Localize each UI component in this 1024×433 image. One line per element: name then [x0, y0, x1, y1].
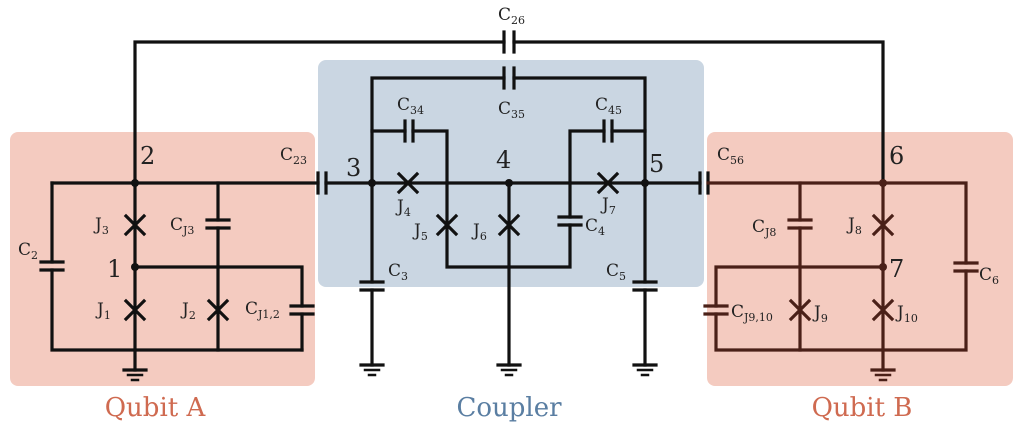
- node-3: 3: [346, 154, 361, 182]
- label-cj3: CJ3: [170, 215, 194, 237]
- label-c56: C56: [717, 145, 744, 167]
- label-c6: C6: [979, 265, 999, 287]
- label-j8: J8: [846, 215, 862, 237]
- label-c3: C3: [388, 261, 408, 283]
- coupler-label: Coupler: [456, 393, 562, 423]
- qubit-a-circuit: [39, 171, 328, 382]
- qubit-b-circuit: [703, 179, 979, 382]
- node-4: 4: [496, 146, 511, 174]
- label-c5: C5: [606, 261, 626, 283]
- label-j3: J3: [93, 215, 109, 237]
- label-j5: J5: [412, 221, 428, 243]
- node-5: 5: [649, 150, 664, 178]
- coupler-circuit: [324, 66, 710, 377]
- label-j1: J1: [95, 300, 111, 322]
- label-j4: J4: [395, 197, 411, 219]
- label-j10: J10: [895, 303, 918, 325]
- label-c23: C23: [280, 145, 307, 167]
- node-1: 1: [107, 255, 122, 283]
- label-c35: C35: [498, 99, 525, 121]
- coupler-region: [318, 60, 704, 287]
- label-cj12: CJ1,2: [245, 299, 280, 321]
- label-j7: J7: [600, 195, 616, 217]
- qubit-a-label: Qubit A: [105, 393, 207, 423]
- label-c26: C26: [498, 5, 525, 27]
- node-2: 2: [140, 142, 155, 170]
- c26-wire: [133, 30, 885, 185]
- label-j9: J9: [812, 303, 828, 325]
- qubit-b-label: Qubit B: [812, 393, 913, 423]
- label-c4: C4: [585, 216, 605, 238]
- label-cj8: CJ8: [752, 217, 776, 239]
- ground-icon: [496, 363, 522, 377]
- ground-icon: [632, 363, 658, 377]
- label-cj910: CJ9,10: [731, 302, 773, 324]
- node-7: 7: [889, 255, 904, 283]
- label-j2: J2: [180, 300, 196, 322]
- ground-icon: [359, 363, 385, 377]
- qubit-b-region: [707, 132, 1013, 386]
- label-c34: C34: [397, 95, 424, 117]
- qubit-a-region: [10, 132, 315, 386]
- label-c45: C45: [595, 95, 622, 117]
- node-6: 6: [889, 142, 904, 170]
- label-j6: J6: [471, 221, 487, 243]
- label-c2: C2: [18, 240, 38, 262]
